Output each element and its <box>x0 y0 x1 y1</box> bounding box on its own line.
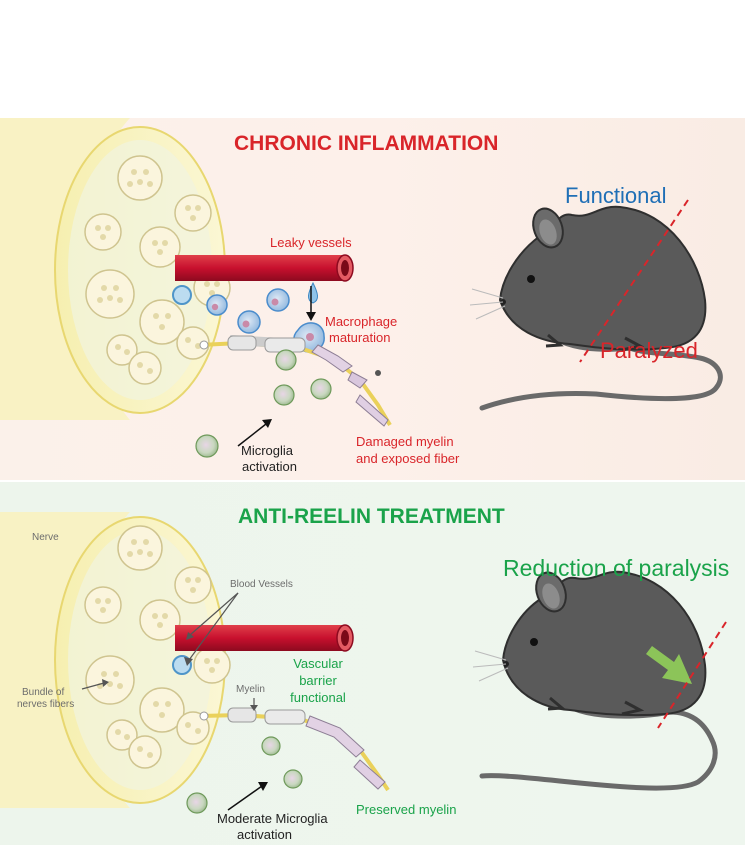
vascular-label-line3: functional <box>290 690 346 705</box>
bottom-paralysis-dashed-line <box>657 621 727 729</box>
macrophage-label-line1: Macrophage <box>325 314 398 329</box>
vascular-label-line1: Vascular <box>293 656 343 671</box>
blood-vessels-pointer-lines <box>184 592 239 666</box>
top-paralysis-dashed-line <box>579 199 689 363</box>
top-monocytes <box>206 288 290 334</box>
nerve-label: Nerve <box>32 532 59 543</box>
moderate-microglia-label-line2: activation <box>237 827 292 842</box>
microglia-label-line1: Microglia <box>241 443 294 458</box>
bottom-microglia <box>186 736 303 814</box>
top-damaged-fiber <box>199 335 392 427</box>
top-panel-title: CHRONIC INFLAMMATION <box>234 132 499 155</box>
damaged-myelin-label-line2: and exposed fiber <box>356 451 460 466</box>
bundle-label-line1: Bundle of <box>22 687 65 698</box>
top-small-vessel <box>172 285 192 305</box>
vascular-label-line2: barrier <box>299 673 337 688</box>
bundle-label-line2: nerves fibers <box>17 699 75 710</box>
bundle-pointer-line <box>81 679 109 690</box>
top-axon-dots <box>95 169 220 374</box>
top-maturation-arrow <box>306 286 316 321</box>
leaky-vessels-label: Leaky vessels <box>270 235 352 250</box>
top-blood-vessel <box>175 254 354 282</box>
bottom-axon-dots <box>95 539 220 758</box>
reduction-of-paralysis-label: Reduction of paralysis <box>503 555 730 581</box>
top-microglia-arrow <box>237 419 272 447</box>
bottom-microglia-arrow <box>227 782 268 811</box>
functional-label: Functional <box>565 183 667 208</box>
top-microglia <box>195 349 332 458</box>
bottom-blood-vessel <box>175 624 354 652</box>
preserved-myelin-label: Preserved myelin <box>356 802 457 817</box>
bottom-panel-title: ANTI-REELIN TREATMENT <box>238 505 505 528</box>
bottom-mouse <box>472 570 718 791</box>
damaged-myelin-label-line1: Damaged myelin <box>356 434 454 449</box>
paralyzed-label: Paralyzed <box>600 338 698 363</box>
green-improvement-arrow <box>646 646 692 684</box>
bottom-preserved-fiber <box>199 698 390 792</box>
myelin-label: Myelin <box>236 684 265 695</box>
top-mouse <box>469 205 723 411</box>
moderate-microglia-label-line1: Moderate Microglia <box>217 811 328 826</box>
blood-vessels-label: Blood Vessels <box>230 579 293 590</box>
macrophage-label-line2: maturation <box>329 330 391 345</box>
microglia-label-line2: activation <box>242 459 297 474</box>
bottom-fascicles <box>84 525 231 769</box>
